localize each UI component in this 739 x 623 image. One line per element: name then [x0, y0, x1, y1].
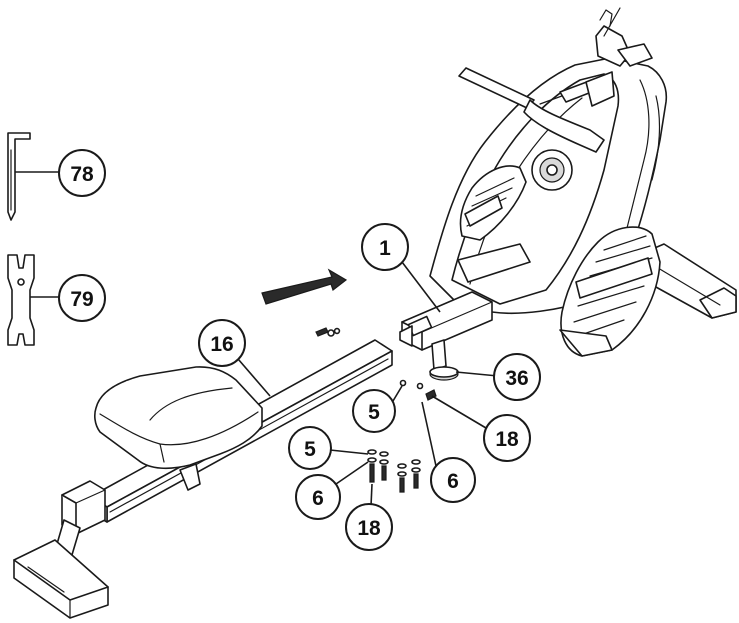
svg-text:78: 78 — [70, 163, 94, 186]
callout-36: 36 — [493, 353, 541, 401]
svg-text:18: 18 — [495, 428, 519, 451]
callout-5-upper: 5 — [352, 389, 396, 433]
svg-text:1: 1 — [379, 237, 391, 260]
left-footpad-pattern — [464, 177, 515, 227]
svg-text:79: 79 — [70, 288, 93, 311]
svg-text:6: 6 — [447, 470, 459, 493]
callout-1: 1 — [361, 223, 409, 271]
svg-text:18: 18 — [357, 517, 381, 540]
flat-wrench-icon — [7, 254, 35, 346]
callout-16: 16 — [198, 319, 246, 367]
callout-79: 79 — [58, 274, 106, 322]
seat — [94, 366, 263, 491]
callout-6-right: 6 — [430, 457, 476, 503]
svg-text:5: 5 — [304, 438, 316, 461]
svg-text:16: 16 — [210, 333, 233, 356]
hardware-group — [315, 327, 459, 493]
arrow-right-icon — [261, 268, 348, 305]
allen-wrench-icon — [7, 132, 31, 221]
callout-18-right: 18 — [483, 414, 531, 462]
callout-6-lower: 6 — [295, 474, 341, 520]
callout-18-lower: 18 — [345, 503, 393, 551]
main-frame — [399, 7, 737, 371]
svg-text:36: 36 — [505, 367, 528, 390]
svg-text:6: 6 — [312, 487, 324, 510]
callout-5-lower: 5 — [288, 426, 332, 470]
svg-text:5: 5 — [368, 401, 380, 424]
callout-78: 78 — [58, 149, 106, 197]
